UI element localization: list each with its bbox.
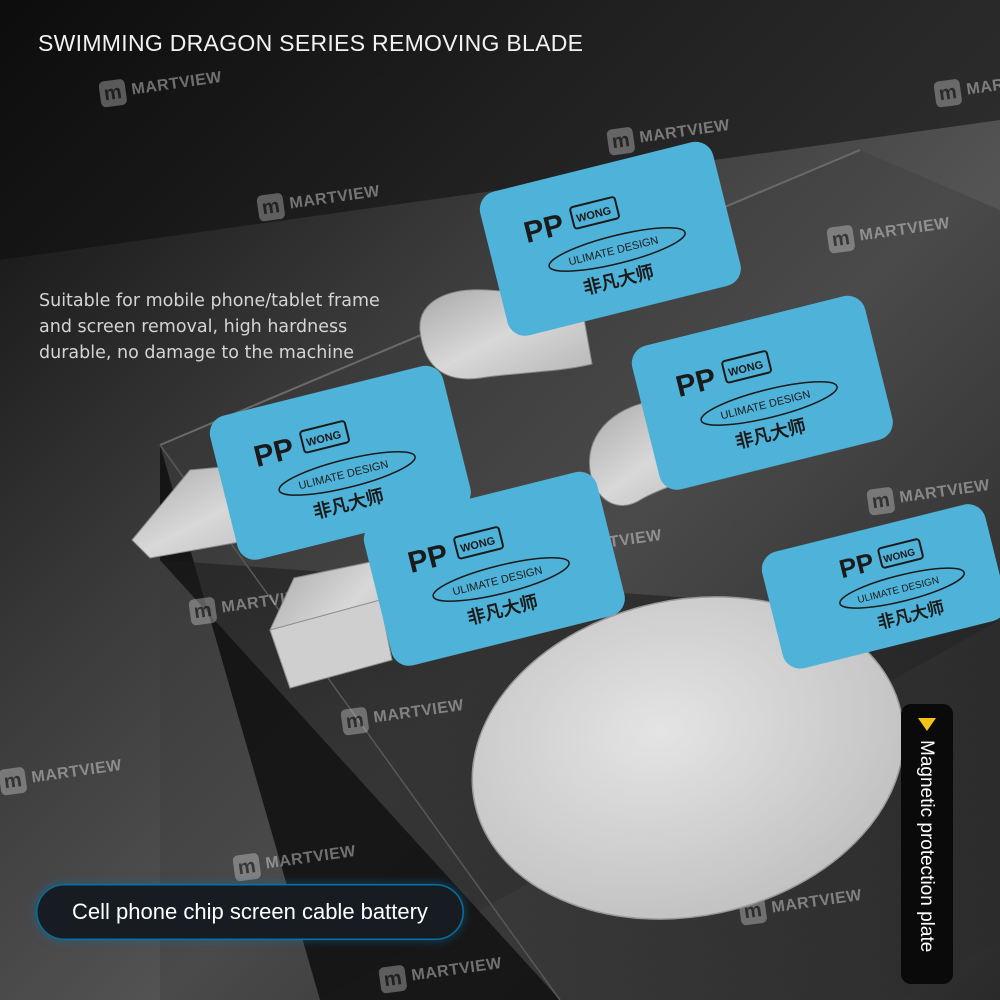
- usage-badge: Cell phone chip screen cable battery: [36, 884, 464, 940]
- triangle-marker-icon: [918, 718, 936, 731]
- blade-card: [363, 471, 625, 666]
- blade-card: [209, 365, 471, 560]
- description-line: and screen removal, high hardness: [39, 317, 348, 337]
- description-line: Suitable for mobile phone/tablet frame: [39, 291, 380, 311]
- product-description: Suitable for mobile phone/tablet frame a…: [39, 288, 380, 366]
- page-title: SWIMMING DRAGON SERIES REMOVING BLADE: [38, 30, 584, 56]
- blade-triangle-knife: PP WONG ULIMATE DESIGN 非凡大师: [131, 365, 471, 560]
- description-line: durable, no damage to the machine: [39, 343, 354, 363]
- blade-card: [761, 504, 1000, 669]
- blade-card: [631, 295, 893, 490]
- vertical-label: Magnetic protection plate: [901, 704, 953, 984]
- blade-card: [479, 141, 741, 336]
- blade-pointed-shield: PP WONG ULIMATE DESIGN 非凡大师: [589, 295, 893, 506]
- vertical-label-text: Magnetic protection plate: [916, 740, 937, 953]
- blade-rounded-scoop: PP WONG ULIMATE DESIGN 非凡大师: [419, 141, 741, 380]
- blade-magnetic-disc: PP WONG ULIMATE DESIGN 非凡大师: [471, 504, 1000, 920]
- blade-square-flat: PP WONG ULIMATE DESIGN 非凡大师: [269, 471, 625, 689]
